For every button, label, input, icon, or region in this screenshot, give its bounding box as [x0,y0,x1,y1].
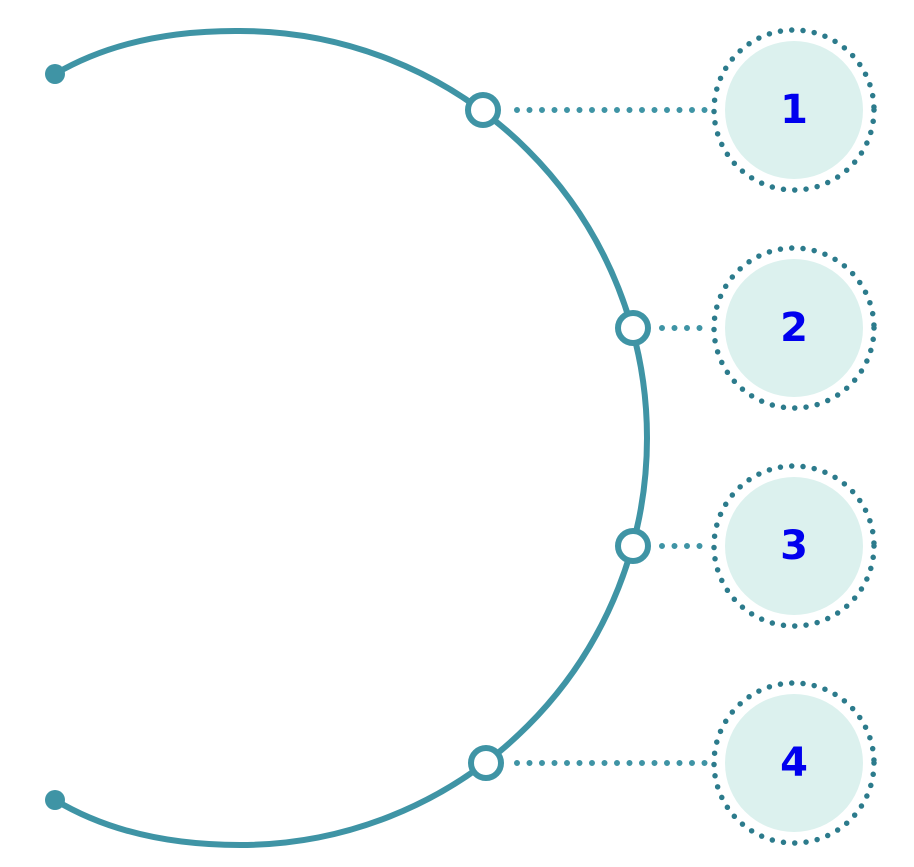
step-3-dotted-ring [711,463,877,629]
step-2-label: 2 [780,305,808,351]
arc-end-cap [45,790,65,810]
step-3-node [615,528,651,564]
step-1-label: 1 [780,87,808,133]
step-2-node [615,310,651,346]
step-1-node [465,92,501,128]
step-4-node [468,745,504,781]
step-2: 2 [615,245,877,411]
step-4-label: 4 [780,740,808,786]
step-3-circle [725,477,863,615]
step-2-circle [725,259,863,397]
step-2-dotted-ring [711,245,877,411]
step-1-dotted-ring [711,27,877,193]
step-3: 3 [615,463,877,629]
step-4-circle [725,694,863,832]
step-4-dotted-ring [711,680,877,846]
arc-start-cap [45,64,65,84]
main-arc [52,27,650,849]
step-1: 1 [465,27,877,193]
step-3-label: 3 [780,523,808,569]
step-4: 4 [468,680,877,846]
step-1-circle [725,41,863,179]
